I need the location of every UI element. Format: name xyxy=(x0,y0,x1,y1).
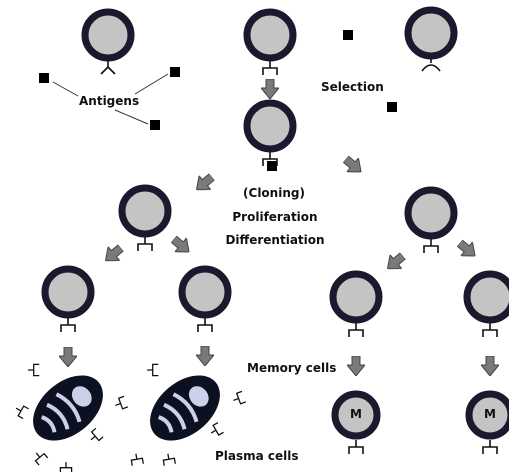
antigens-label: Antigens xyxy=(79,94,139,108)
arrow-diagonal-icon xyxy=(340,152,367,179)
cell-level2-right xyxy=(408,190,454,253)
arrow-diagonal-icon xyxy=(382,249,409,276)
antigen-square xyxy=(387,102,397,112)
antigen-square xyxy=(343,30,353,40)
plasma-cell-right xyxy=(138,362,233,453)
cell-top-center xyxy=(247,12,293,75)
arrow-diagonal-icon xyxy=(454,236,481,263)
differentiation-label: Differentiation xyxy=(215,233,335,247)
antigen-square xyxy=(39,73,49,83)
arrow-down-icon xyxy=(196,346,214,366)
antigen-square xyxy=(170,67,180,77)
cell-top-right xyxy=(408,10,454,71)
memory-cell-marker: M xyxy=(480,407,500,421)
memory-cells-label: Memory cells xyxy=(247,361,336,375)
arrow-down-icon xyxy=(261,79,279,99)
selection-label: Selection xyxy=(321,80,384,94)
arrow-down-icon xyxy=(347,356,365,376)
plasma-cells-label: Plasma cells xyxy=(215,449,299,463)
arrow-down-icon xyxy=(481,356,499,376)
cell-selected xyxy=(247,103,293,166)
arrow-diagonal-icon xyxy=(168,232,195,259)
memory-cell-marker: M xyxy=(346,407,366,421)
arrow-down-icon xyxy=(59,347,77,367)
cell-level3-4 xyxy=(467,274,509,337)
cell-level3-1 xyxy=(45,269,91,332)
cell-level2-left xyxy=(122,188,168,251)
memory-cell-right xyxy=(469,394,509,454)
cell-level3-3 xyxy=(333,274,379,337)
cell-top-left xyxy=(85,12,131,74)
cell-level3-2 xyxy=(182,269,228,332)
arrow-diagonal-icon xyxy=(100,241,127,268)
antigen-square xyxy=(150,120,160,130)
antigen-square-bound xyxy=(267,161,277,171)
cloning-label: (Cloning) xyxy=(236,186,312,200)
memory-cell-left xyxy=(335,394,377,454)
arrow-diagonal-icon xyxy=(191,170,218,197)
proliferation-label: Proliferation xyxy=(225,210,325,224)
